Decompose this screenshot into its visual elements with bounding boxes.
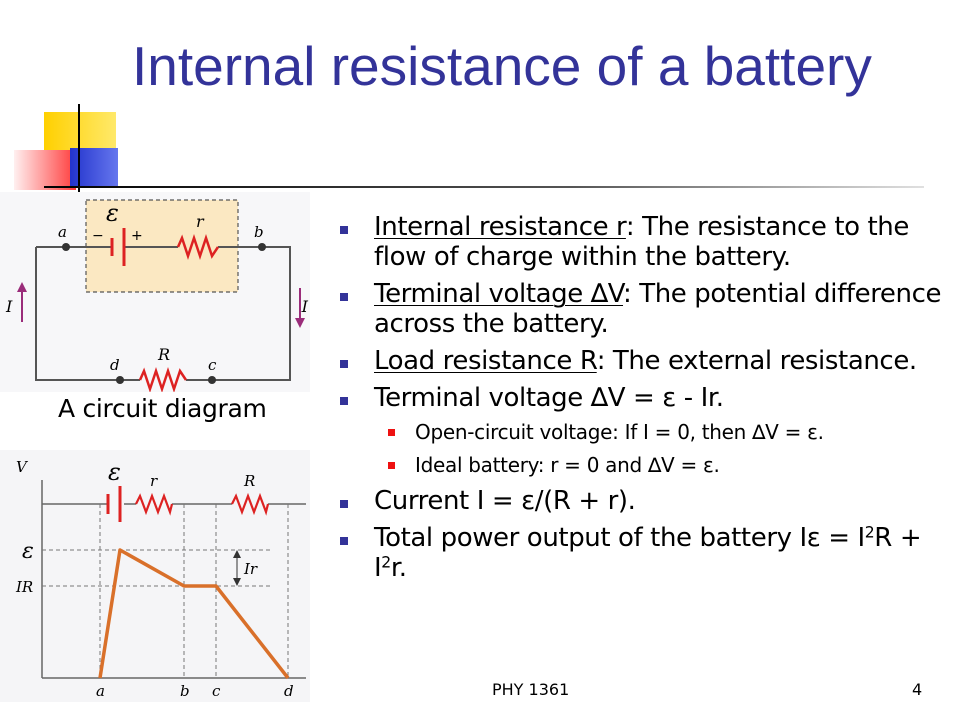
node-a-label: a [58,223,67,241]
slide-title: Internal resistance of a battery [132,35,872,97]
node-b-label: b [254,223,264,241]
graph-b-label: b [180,682,190,700]
current-right-label: I [301,297,309,316]
circuit-diagram: ε − + r a b d c R I I [0,192,310,392]
page-number: 4 [912,680,923,699]
bullet-load-resistance: Load resistance R: The external resistan… [338,346,943,376]
sub-bullet-open-circuit: Open-circuit voltage: If I = 0, then ∆V … [338,420,943,444]
load-resistor [138,367,188,392]
sub-bullet-ideal-battery: Ideal battery: r = 0 and ∆V = ε. [338,453,943,477]
minus-label: − [92,228,104,244]
decor-vertical-line [78,104,80,192]
bullet-terminal-voltage: Terminal voltage ∆V: The potential diffe… [338,279,943,339]
graph-c-label: c [212,682,221,700]
decor-red-square [14,150,76,190]
potential-curve [98,548,290,680]
bullet-list: Internal resistance r: The resistance to… [338,212,943,590]
graph-r-label: r [150,472,158,490]
internal-resistor [176,234,220,260]
node-c-label: c [208,356,217,374]
bullet-terminal-voltage-formula: Terminal voltage ∆V = ε - Ir. [338,383,943,413]
graph-d-label: d [284,682,294,700]
bullet-internal-resistance: Internal resistance r: The resistance to… [338,212,943,272]
axis-V-label: V [16,458,29,476]
graph-R-label: R [243,472,255,490]
graph-load-resistor [231,492,270,516]
graph-emf-symbol: ε [108,458,121,486]
Ir-label: Ir [243,560,258,578]
plus-label: + [131,228,143,244]
bullet-current-formula: Current I = ε/(R + r). [338,486,943,516]
circuit-caption: A circuit diagram [58,394,267,423]
footer-course: PHY 1361 [492,680,570,699]
node-d-label: d [110,356,120,374]
title-underline [44,186,924,188]
emf-label: ε [106,199,119,227]
current-left-label: I [5,297,13,316]
graph-a-label: a [96,682,105,700]
load-R-label: R [157,345,170,364]
internal-r-label: r [196,212,205,231]
IR-level-label: IR [15,578,33,596]
bullet-power-output: Total power output of the battery Iε = I… [338,523,943,583]
graph-internal-resistor [135,492,174,516]
potential-graph: V ε IR ε r R Ir a b c d [0,450,310,702]
emf-level-label: ε [22,539,34,564]
